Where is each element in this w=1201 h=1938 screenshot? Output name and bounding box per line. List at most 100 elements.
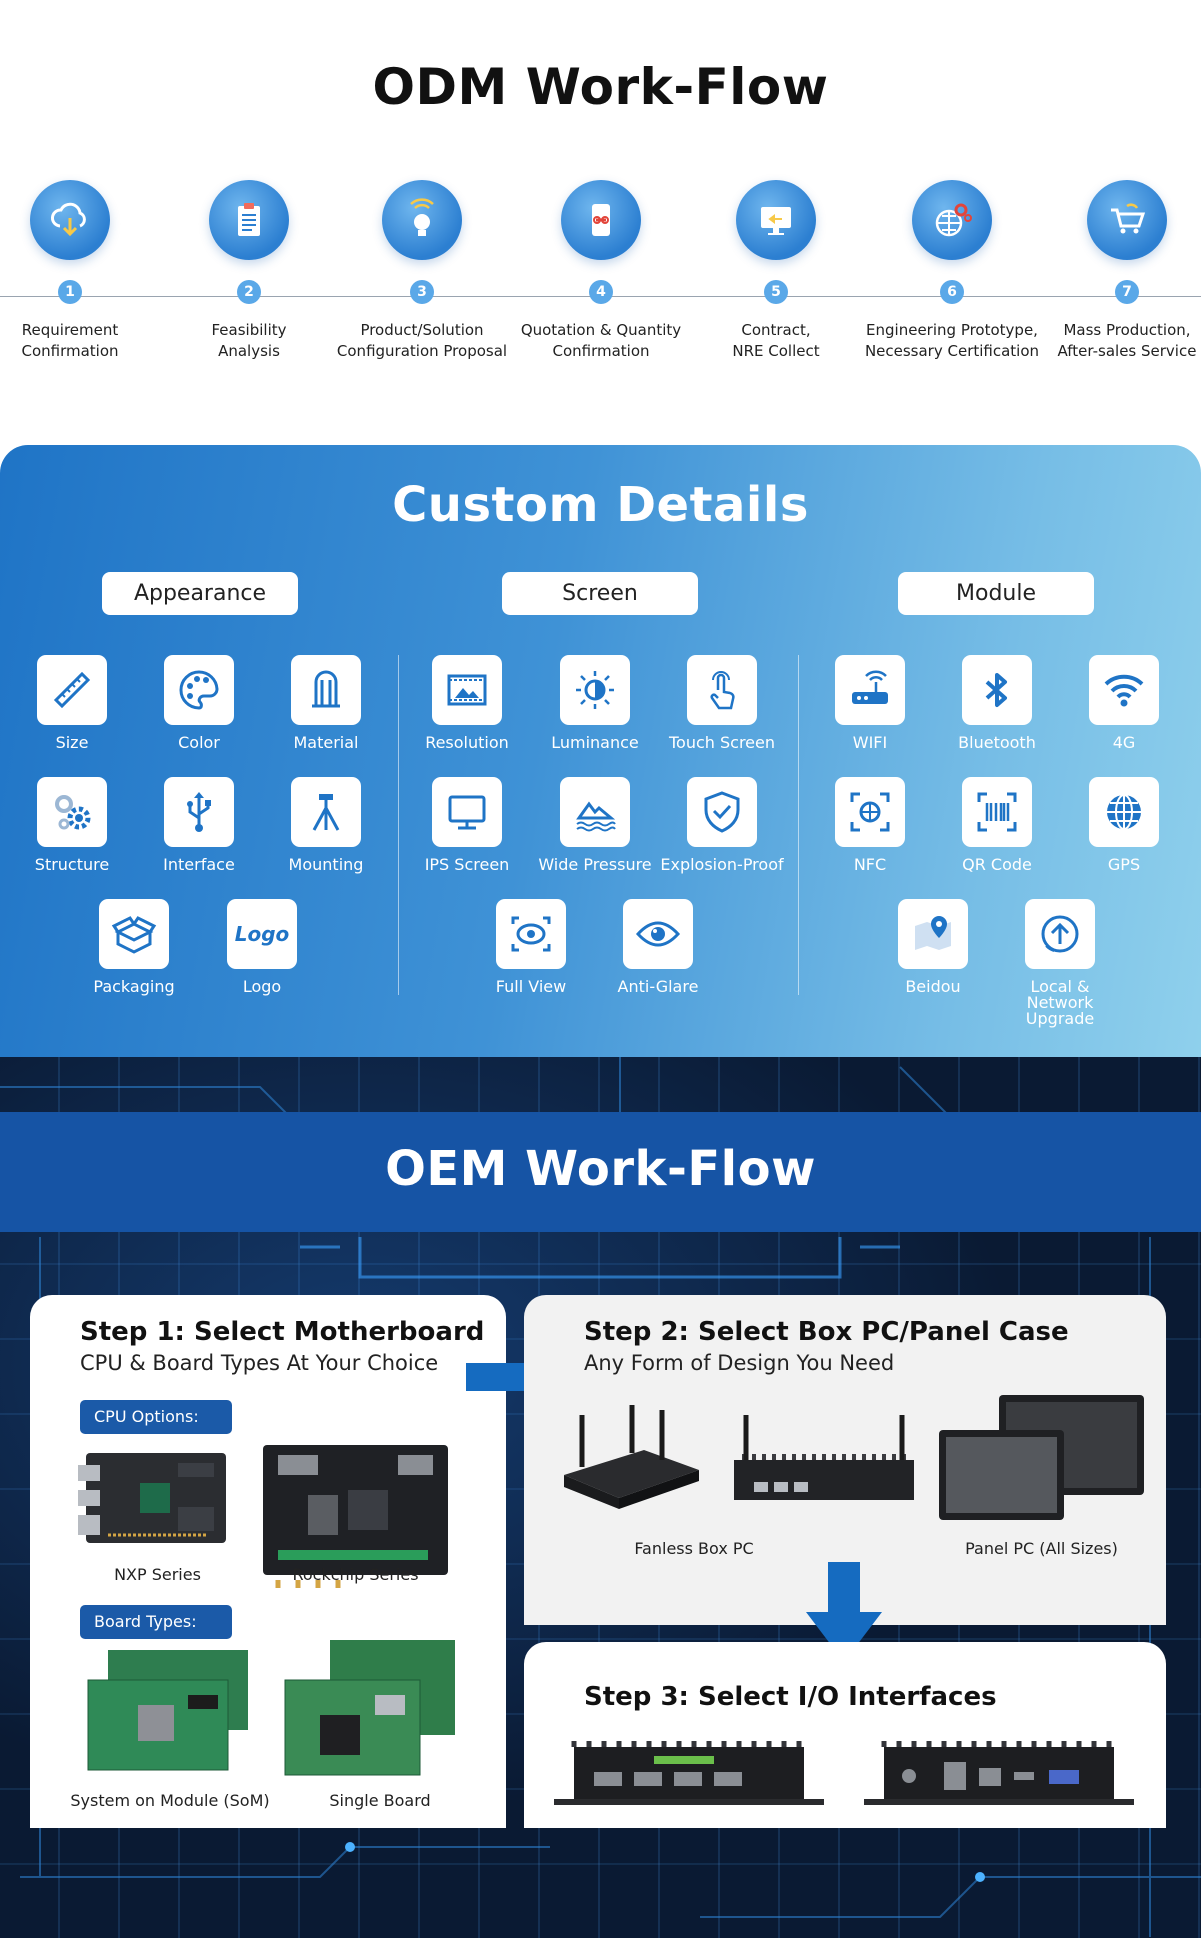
monitor-icon: [736, 180, 816, 260]
category-module: Module: [898, 572, 1094, 615]
tripod-icon: [291, 777, 361, 847]
upgrade-icon: [1025, 899, 1095, 969]
category-appearance: Appearance: [102, 572, 298, 615]
feature-packaging: Packaging: [69, 899, 199, 995]
step1-subtitle: CPU & Board Types At Your Choice: [80, 1351, 439, 1375]
step-label: Mass Production,After-sales Service: [1057, 321, 1197, 360]
picture-icon: [432, 655, 502, 725]
usb-icon: [164, 777, 234, 847]
feature-luminance: Luminance: [530, 655, 660, 751]
custom-details-panel: Custom Details Appearance Screen Module …: [0, 445, 1201, 1057]
io-panel-back-image: [864, 1741, 1134, 1805]
map-pin-icon: [898, 899, 968, 969]
feature-mounting: Mounting: [261, 777, 391, 873]
feature-bluetooth: Bluetooth: [932, 655, 1062, 751]
feature-beidou: Beidou: [868, 899, 998, 995]
oem-title-band: [0, 1112, 1201, 1232]
feature-qr-code: QR Code: [932, 777, 1062, 873]
board-caption-som: System on Module (SoM): [70, 1791, 270, 1810]
shield-check-icon: [687, 777, 757, 847]
step3-title: Step 3: Select I/O Interfaces: [584, 1682, 997, 1712]
single-board-image: [284, 1640, 455, 1776]
step2-subtitle: Any Form of Design You Need: [584, 1351, 895, 1375]
step-number: 6: [940, 280, 964, 304]
category-screen: Screen: [502, 572, 698, 615]
phone-link-icon: [561, 180, 641, 260]
column-divider: [398, 655, 399, 995]
panel-pc-image: [939, 1395, 1144, 1520]
gears-icon: [37, 777, 107, 847]
feature-ips-screen: IPS Screen: [402, 777, 532, 873]
feature-size: Size: [7, 655, 137, 751]
feature-wifi: WIFI: [805, 655, 935, 751]
material-icon: [291, 655, 361, 725]
step-number: 5: [764, 280, 788, 304]
odm-step-7: 7 Mass Production,After-sales Service: [1032, 180, 1201, 362]
step-number: 2: [237, 280, 261, 304]
custom-details-title: Custom Details: [392, 477, 809, 533]
step-label: Engineering Prototype,Necessary Certific…: [864, 321, 1040, 360]
cpu-options-tag: CPU Options:: [80, 1400, 232, 1434]
router-icon: [835, 655, 905, 725]
step2-card: Step 2: Select Box PC/Panel Case Any For…: [524, 1295, 1166, 1625]
step1-card: Step 1: Select Motherboard CPU & Board T…: [30, 1295, 506, 1828]
odm-title: ODM Work-Flow: [372, 58, 829, 116]
globe-icon: [1089, 777, 1159, 847]
palette-icon: [164, 655, 234, 725]
nfc-icon: [835, 777, 905, 847]
feature-touch-screen: Touch Screen: [657, 655, 787, 751]
globe-gear-icon: [912, 180, 992, 260]
caption-panel-pc: Panel PC (All Sizes): [965, 1539, 1118, 1558]
feature-material: Material: [261, 655, 391, 751]
feature-explosion-proof: Explosion-Proof: [657, 777, 787, 873]
feature-4g: 4G: [1059, 655, 1189, 751]
brightness-icon: [560, 655, 630, 725]
feature-nfc: NFC: [805, 777, 935, 873]
odm-step-5: 5 Contract,NRE Collect: [681, 180, 871, 362]
feature-wide-pressure: Wide Pressure: [530, 777, 660, 873]
barcode-icon: [962, 777, 1032, 847]
box-pc-image: [564, 1405, 699, 1509]
step-number: 3: [410, 280, 434, 304]
shopping-cart-icon: [1087, 180, 1167, 260]
board-types-tag: Board Types:: [80, 1605, 232, 1639]
board-caption-single: Single Board: [329, 1791, 431, 1810]
wave-icon: [560, 777, 630, 847]
fanless-box-pc-image: [734, 1415, 914, 1500]
touch-icon: [687, 655, 757, 725]
box-icon: [99, 899, 169, 969]
feature-color: Color: [134, 655, 264, 751]
som-board-image: [87, 1650, 248, 1771]
feature-full-view: Full View: [466, 899, 596, 995]
feature-resolution: Resolution: [402, 655, 532, 751]
cloud-download-icon: [30, 180, 110, 260]
step3-card: Step 3: Select I/O Interfaces: [524, 1642, 1166, 1828]
feature-interface: Interface: [134, 777, 264, 873]
eye-icon: [623, 899, 693, 969]
step1-title: Step 1: Select Motherboard: [80, 1317, 485, 1347]
feature-anti-glare: Anti-Glare: [593, 899, 723, 995]
odm-step-6: 6 Engineering Prototype,Necessary Certif…: [857, 180, 1047, 362]
monitor-icon: [432, 777, 502, 847]
ruler-pencil-icon: [37, 655, 107, 725]
nxp-board-image: [78, 1453, 226, 1543]
step2-title: Step 2: Select Box PC/Panel Case: [584, 1317, 1069, 1347]
step-number: 1: [58, 280, 82, 304]
column-divider: [798, 655, 799, 995]
cpu-caption-nxp: NXP Series: [114, 1565, 201, 1584]
oem-section: OEM Work-Flow Step 1: Select Motherboard…: [0, 1057, 1201, 1938]
step-number: 7: [1115, 280, 1139, 304]
oem-title: OEM Work-Flow: [385, 1141, 816, 1197]
clipboard-icon: [209, 180, 289, 260]
wifi-signal-icon: [1089, 655, 1159, 725]
step-label: Contract,NRE Collect: [732, 321, 820, 360]
logo-icon: Logo: [227, 899, 297, 969]
feature-structure: Structure: [7, 777, 137, 873]
io-panel-front-image: [554, 1741, 824, 1805]
